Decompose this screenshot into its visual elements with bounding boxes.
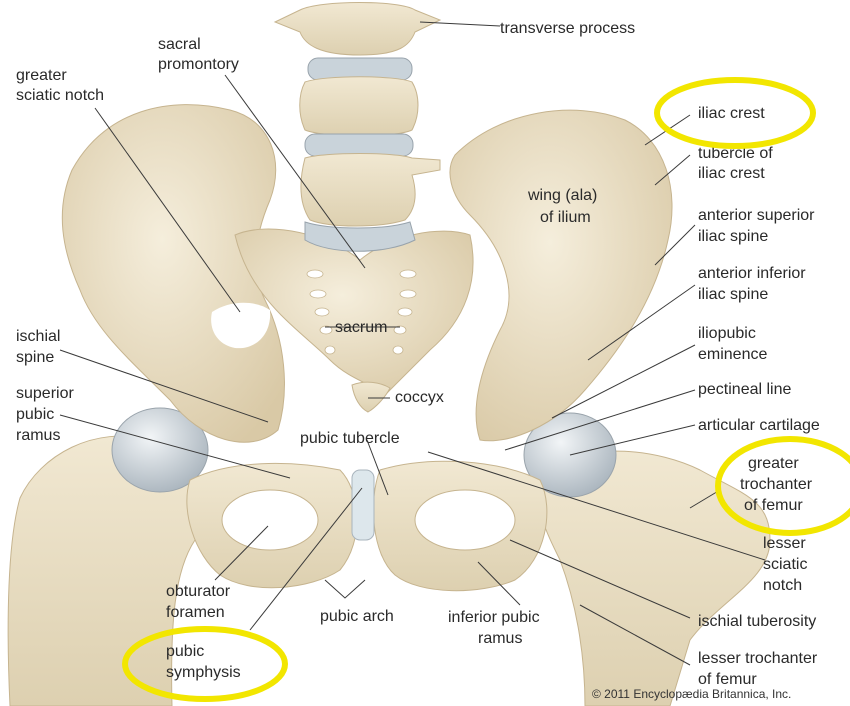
label-inferior-pubic-ramus-1: inferior pubic: [448, 609, 540, 626]
label-ischial-tuberosity: ischial tuberosity: [698, 613, 816, 630]
label-aiis-1: anterior inferior: [698, 265, 806, 282]
label-aiis-2: iliac spine: [698, 286, 768, 303]
disc-2: [305, 134, 413, 156]
label-superior-pubic-ramus-1: superior: [16, 385, 74, 402]
label-pubic-tubercle: pubic tubercle: [300, 430, 400, 447]
label-greater-trochanter-1: greater: [748, 455, 799, 472]
left-obturator-foramen: [222, 490, 318, 550]
copyright-text: © 2011 Encyclopædia Britannica, Inc.: [592, 687, 791, 701]
label-sacral-promontory-2: promontory: [158, 56, 239, 73]
label-coccyx: coccyx: [395, 389, 444, 406]
label-lesser-trochanter-1: lesser trochanter: [698, 650, 818, 667]
label-transverse-process: transverse process: [500, 20, 635, 37]
label-greater-trochanter-3: of femur: [744, 497, 803, 514]
label-ischial-spine-2: spine: [16, 349, 54, 366]
label-greater-sciatic-notch-1: greater: [16, 67, 67, 84]
label-lesser-trochanter-2: of femur: [698, 671, 757, 688]
label-tubercle-2: iliac crest: [698, 165, 765, 182]
label-greater-trochanter-2: trochanter: [740, 476, 813, 493]
right-obturator-foramen: [415, 490, 515, 550]
label-pubic-arch: pubic arch: [320, 608, 394, 625]
label-greater-sciatic-notch-2: sciatic notch: [16, 87, 104, 104]
label-obturator-foramen-1: obturator: [166, 583, 231, 600]
coccyx-bone: [352, 382, 390, 412]
label-sacral-promontory-1: sacral: [158, 36, 201, 53]
label-wing-of-ilium-1: wing (ala): [527, 187, 597, 204]
label-pubic-symphysis-1: pubic: [166, 643, 204, 660]
label-sacrum: sacrum: [335, 319, 387, 336]
label-articular-cartilage: articular cartilage: [698, 417, 820, 434]
label-lesser-sciatic-notch-3: notch: [763, 577, 802, 594]
label-lesser-sciatic-notch-1: lesser: [763, 535, 806, 552]
vertebra-1: [275, 3, 440, 56]
label-iliac-crest: iliac crest: [698, 105, 765, 122]
label-lesser-sciatic-notch-2: sciatic: [763, 556, 807, 573]
label-ischial-spine-1: ischial: [16, 328, 60, 345]
label-superior-pubic-ramus-2: pubic: [16, 406, 54, 423]
pubic-symphysis-disc: [352, 470, 374, 540]
label-wing-of-ilium-2: of ilium: [540, 209, 591, 226]
label-asis-1: anterior superior: [698, 207, 815, 224]
vertebra-2: [300, 77, 418, 136]
label-iliopubic-1: iliopubic: [698, 325, 756, 342]
label-asis-2: iliac spine: [698, 228, 768, 245]
label-obturator-foramen-2: foramen: [166, 604, 225, 621]
label-inferior-pubic-ramus-2: ramus: [478, 630, 522, 647]
vertebra-3: [301, 154, 440, 227]
label-pectineal-line: pectineal line: [698, 381, 792, 398]
label-iliopubic-2: eminence: [698, 346, 767, 363]
label-pubic-symphysis-2: symphysis: [166, 664, 241, 681]
right-ilium: [450, 110, 672, 441]
label-superior-pubic-ramus-3: ramus: [16, 427, 60, 444]
